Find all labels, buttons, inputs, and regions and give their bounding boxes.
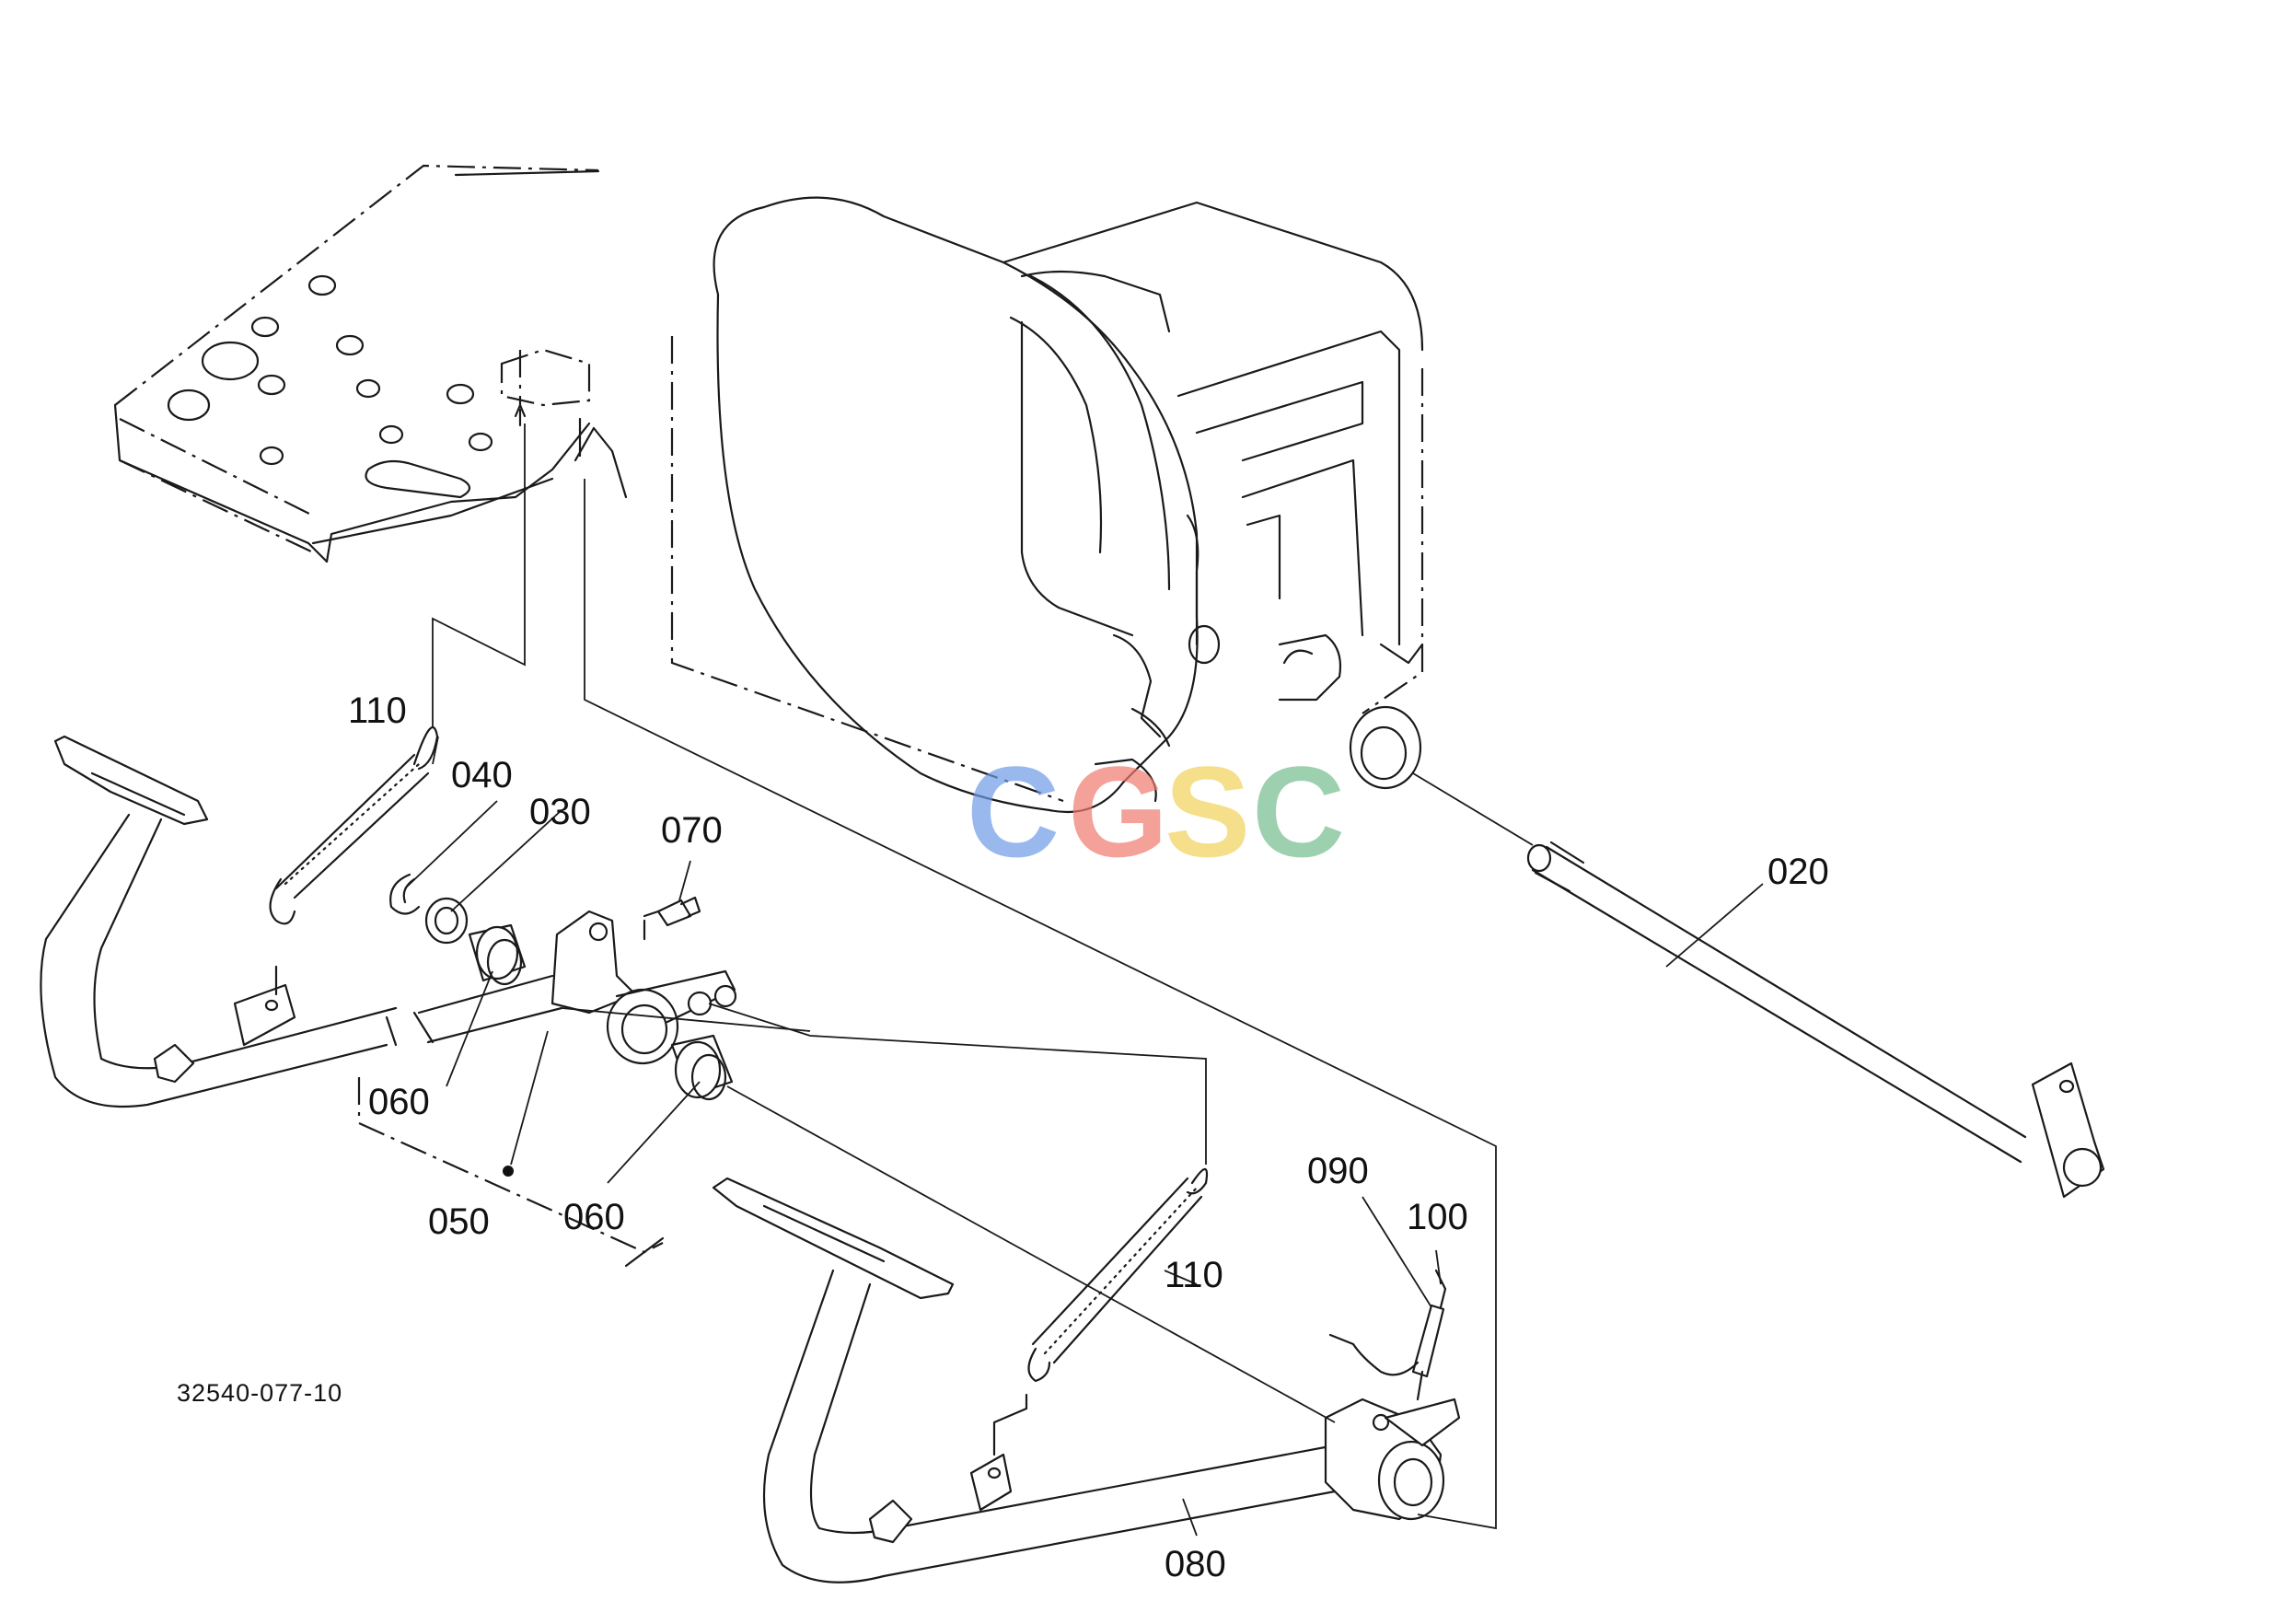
- part-label-040: 040: [451, 755, 513, 795]
- part-label-110-b: 110: [1165, 1255, 1223, 1295]
- part-label-020: 020: [1767, 852, 1829, 892]
- assembly-lines: [357, 423, 1497, 1530]
- cgsc-watermark: C G S C: [967, 739, 1345, 884]
- part-label-110-a: 110: [348, 690, 407, 731]
- shaft-020-drawing: [1526, 841, 2105, 1199]
- part-label-050: 050: [428, 1201, 490, 1242]
- part-label-060-b: 060: [563, 1197, 625, 1237]
- part-label-030: 030: [529, 792, 591, 832]
- part-label-060-a: 060: [368, 1082, 430, 1122]
- watermark-letter-3: S: [1165, 739, 1250, 884]
- lower-spring-drawing: [1027, 1167, 1209, 1383]
- part-label-080: 080: [1165, 1544, 1226, 1584]
- watermark-letter-2: G: [1068, 739, 1168, 884]
- part-label-100: 100: [1407, 1197, 1468, 1237]
- floor-plate-drawing: [113, 164, 628, 563]
- transmission-housing-drawing: [670, 196, 1534, 846]
- watermark-letter-4: C: [1252, 739, 1345, 884]
- leader-lines: [404, 736, 1764, 1537]
- part-labels: 020 030 040 050 060 060 070 080 090 100 …: [348, 690, 1829, 1584]
- watermark-letter-1: C: [967, 739, 1060, 884]
- part-label-090: 090: [1307, 1151, 1369, 1191]
- lower-brake-pedal-drawing: [712, 1177, 1461, 1583]
- drawing-number: 32540-077-10: [177, 1379, 342, 1407]
- upper-brake-pedal-drawing: [40, 735, 737, 1108]
- upper-spring-drawing: [269, 725, 439, 996]
- part-label-070: 070: [661, 810, 723, 851]
